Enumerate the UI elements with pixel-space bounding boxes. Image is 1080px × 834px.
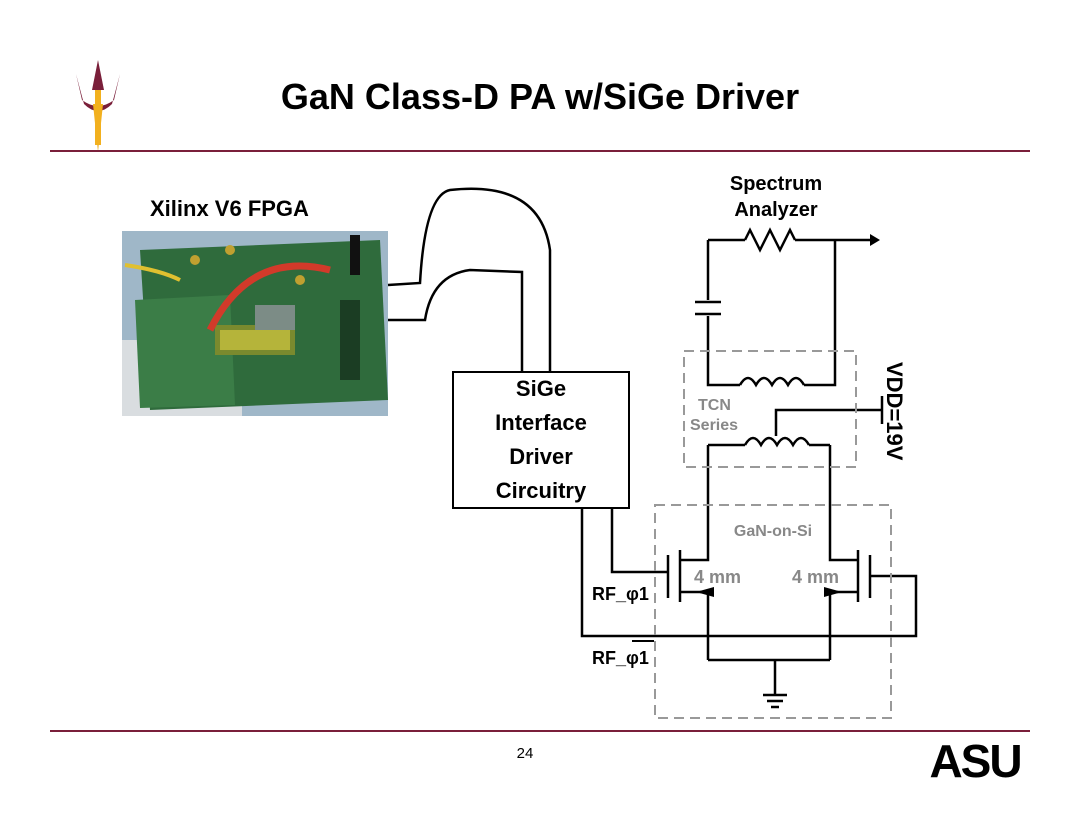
transistor-left-label: 4 mm: [694, 567, 741, 587]
rf-input-2-label: RF_φ1: [592, 648, 649, 668]
tcn-label-line1: TCN: [698, 397, 731, 414]
fpga-label: Xilinx V6 FPGA: [150, 196, 309, 221]
spectrum-label-line1: Spectrum: [730, 173, 822, 195]
driver-line-4: Circuitry: [495, 478, 587, 503]
slide-title: GaN Class-D PA w/SiGe Driver: [280, 76, 800, 117]
top-divider: [50, 150, 1030, 152]
vdd-label: VDD=19V: [882, 362, 907, 461]
gan-label: GaN-on-Si: [734, 523, 812, 540]
sige-driver-box: SiGe Interface Driver Circuitry: [452, 371, 630, 509]
rf-input-1-label: RF_φ1: [592, 584, 649, 604]
driver-line-3: Driver: [509, 444, 573, 469]
transistor-right-label: 4 mm: [792, 567, 839, 587]
asu-logo-text: ASU: [929, 735, 1020, 787]
spectrum-label-line2: Analyzer: [734, 199, 818, 221]
driver-line-2: Interface: [495, 410, 587, 435]
page-number: 24: [516, 745, 534, 762]
bottom-divider: [50, 730, 1030, 732]
driver-line-1: SiGe: [515, 376, 567, 401]
tcn-label-line2: Series: [690, 417, 738, 434]
